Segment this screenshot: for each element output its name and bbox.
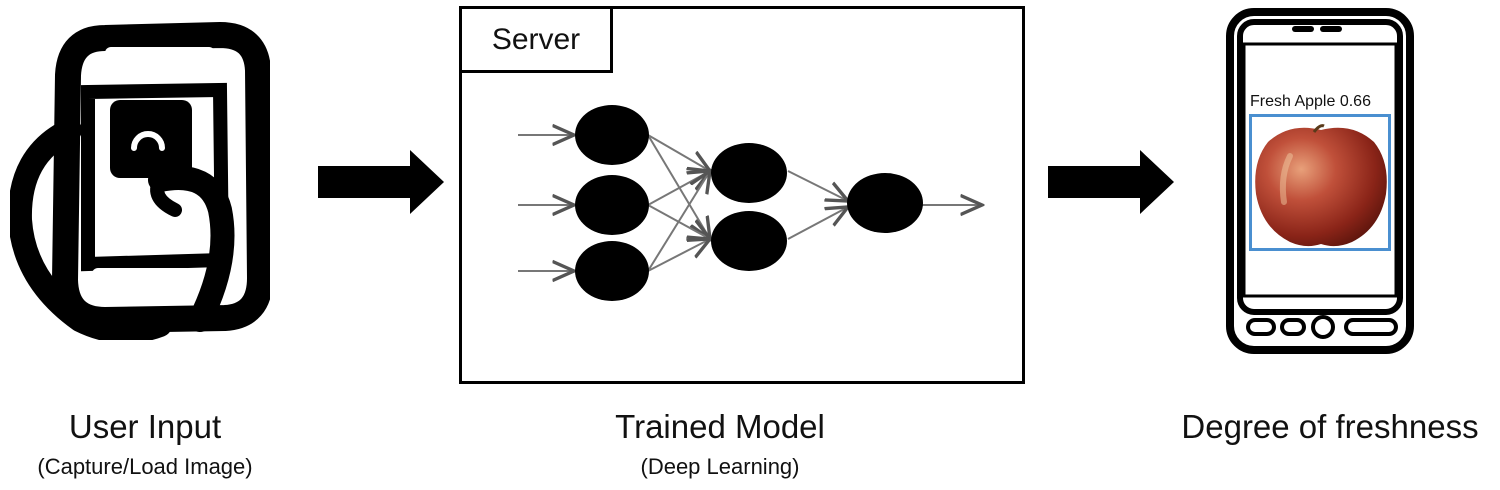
prediction-label: Fresh Apple 0.66 <box>1250 93 1371 110</box>
hand-holding-phone-icon <box>10 22 270 340</box>
server-box <box>459 6 1025 384</box>
stage-title: User Input <box>68 408 222 445</box>
prediction-box <box>1249 114 1391 251</box>
arrow-right-icon <box>1048 150 1174 214</box>
apple-image <box>1255 124 1387 247</box>
arrow-right-icon <box>318 150 444 214</box>
stage-subtitle: (Capture/Load Image) <box>37 454 253 479</box>
stage-subtitle: (Deep Learning) <box>640 454 800 479</box>
stage-title: Trained Model <box>615 408 825 445</box>
server-label: Server <box>459 6 613 73</box>
stage-title: Degree of freshness <box>1181 408 1479 445</box>
neural-network-icon <box>518 105 1022 301</box>
